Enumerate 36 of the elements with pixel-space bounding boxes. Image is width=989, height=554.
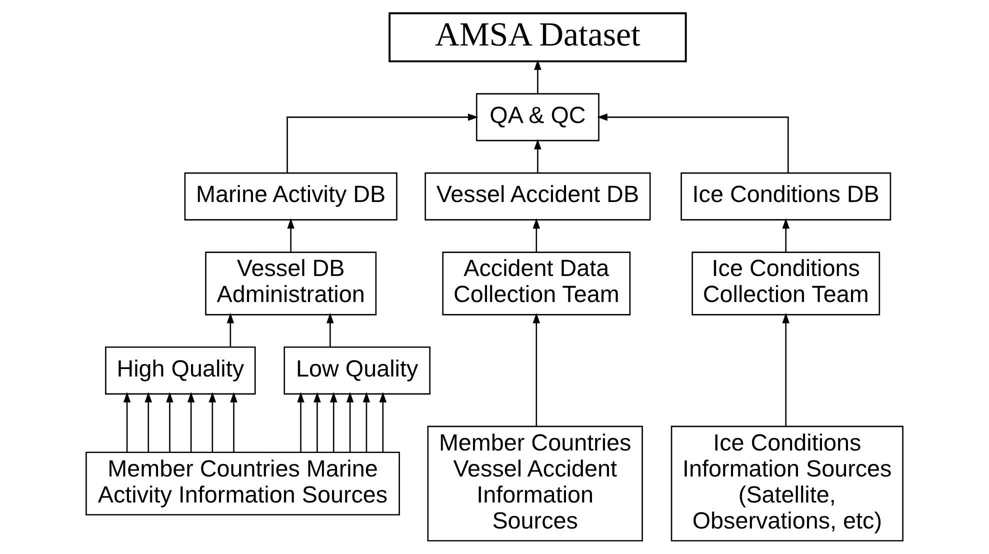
node-box: High Quality bbox=[105, 346, 256, 395]
node-box: Low Quality bbox=[284, 346, 430, 395]
arrow bbox=[144, 392, 152, 452]
arrow bbox=[297, 392, 304, 452]
node-box: Accident Data Collection Team bbox=[442, 252, 631, 316]
arrow bbox=[782, 312, 790, 426]
arrow bbox=[534, 60, 542, 94]
arrow bbox=[597, 114, 789, 173]
node-box: Marine Activity DB bbox=[184, 172, 398, 220]
arrow bbox=[286, 114, 478, 173]
arrow bbox=[287, 218, 294, 252]
node-box: Vessel DB Administration bbox=[205, 252, 377, 316]
arrow bbox=[532, 218, 540, 252]
arrow bbox=[379, 392, 387, 452]
node-box: Member Countries Marine Activity Information Sources bbox=[86, 452, 400, 516]
node-box: Ice Conditions Information Sources (Satellite, Observations, etc) bbox=[670, 426, 904, 542]
arrow bbox=[346, 392, 354, 452]
node-box: Member Countries Vessel Accident Information Sources bbox=[427, 426, 643, 542]
arrow bbox=[123, 392, 131, 452]
arrow bbox=[362, 392, 370, 452]
arrow bbox=[330, 392, 338, 452]
node-box: Vessel Accident DB bbox=[424, 172, 651, 220]
node-box: Ice Conditions DB bbox=[680, 172, 892, 220]
node-box: Ice Conditions Collection Team bbox=[692, 252, 880, 316]
arrow bbox=[314, 392, 321, 452]
arrow bbox=[326, 312, 334, 347]
node-box: AMSA Dataset bbox=[388, 12, 687, 62]
arrow bbox=[166, 392, 174, 452]
arrow bbox=[230, 392, 238, 452]
arrow bbox=[782, 218, 790, 252]
arrow bbox=[532, 312, 540, 426]
arrow bbox=[187, 392, 195, 452]
arrow bbox=[208, 392, 216, 452]
arrow bbox=[534, 138, 542, 173]
node-box: QA & QC bbox=[476, 93, 600, 142]
arrow bbox=[226, 312, 234, 347]
